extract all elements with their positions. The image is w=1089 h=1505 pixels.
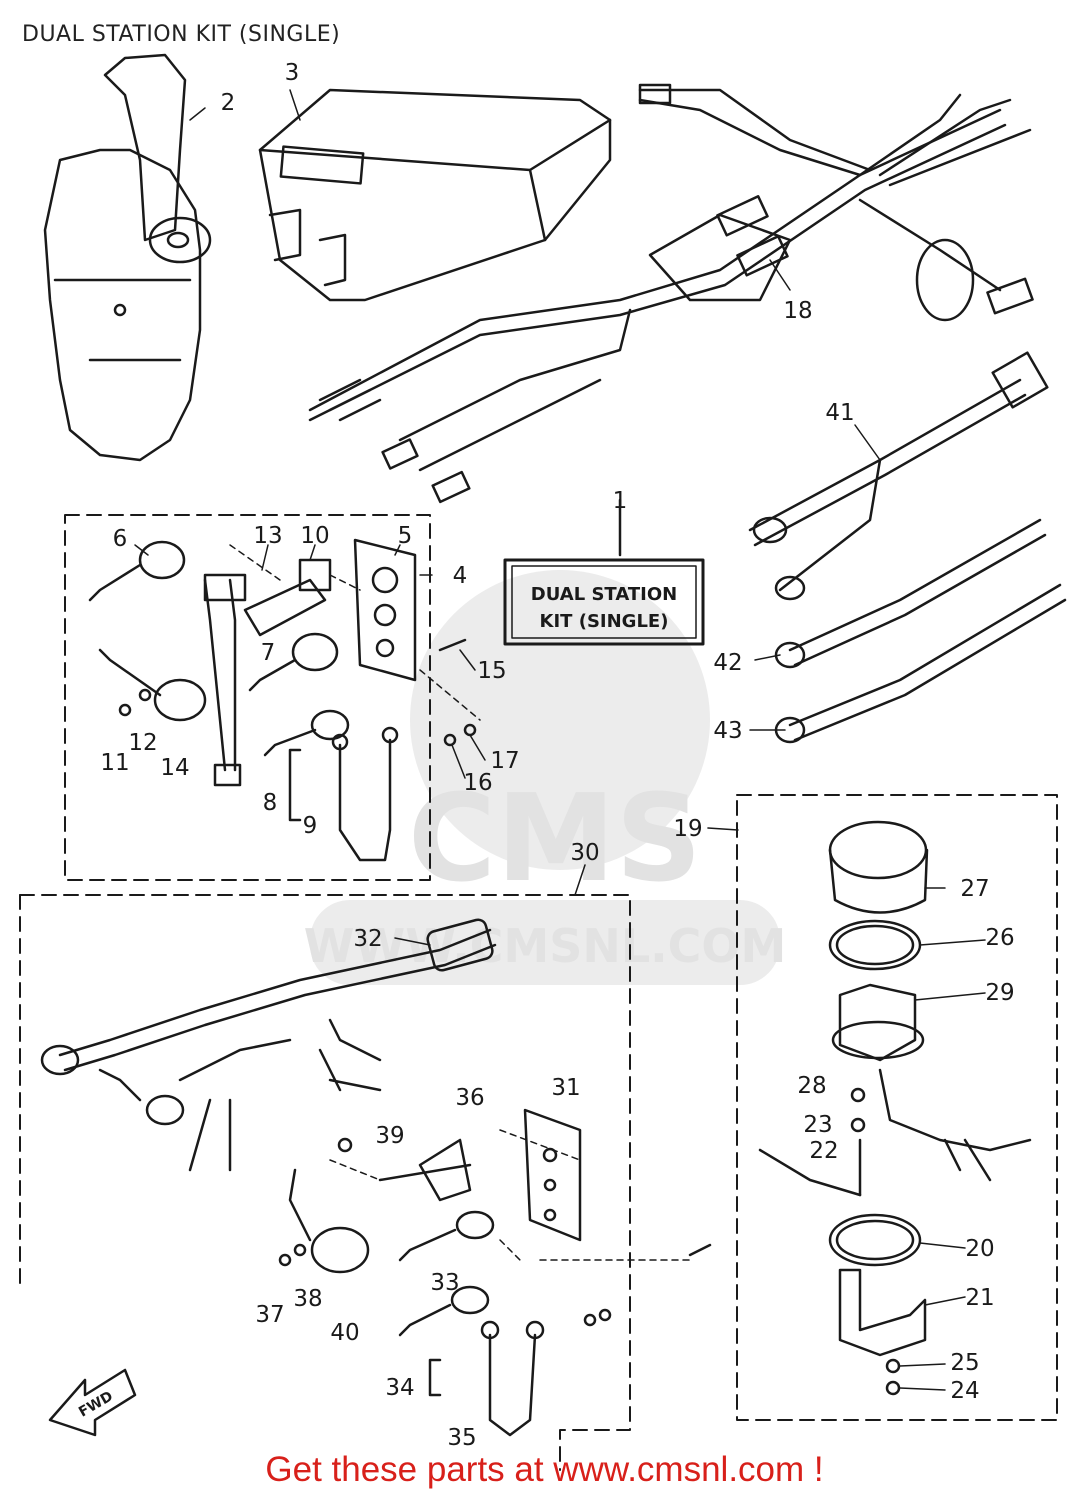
- callout-4: 4: [453, 563, 468, 589]
- callout-41: 41: [825, 400, 854, 426]
- callout-28: 28: [797, 1073, 826, 1099]
- callout-21: 21: [965, 1285, 994, 1311]
- callout-15: 15: [477, 658, 506, 684]
- callout-11: 11: [100, 750, 129, 776]
- leader-lines: [134, 89, 986, 1391]
- callout-27: 27: [960, 876, 989, 902]
- sub-assembly-frame-19: [736, 794, 1058, 1421]
- callout-9: 9: [303, 813, 318, 839]
- callout-42: 42: [713, 650, 742, 676]
- callout-18: 18: [783, 298, 812, 324]
- page-title: DUAL STATION KIT (SINGLE): [22, 22, 341, 47]
- callout-40: 40: [330, 1320, 359, 1346]
- callout-29: 29: [985, 980, 1014, 1006]
- callout-6: 6: [113, 526, 128, 552]
- callout-10: 10: [300, 523, 329, 549]
- fwd-label: FWD: [76, 1388, 116, 1420]
- sub-assembly-frame-30: [19, 894, 631, 1471]
- callout-13: 13: [253, 523, 282, 549]
- fwd-arrow-icon: [48, 1368, 137, 1437]
- remote-control-box: [43, 53, 212, 462]
- extension-cables: [748, 351, 1067, 744]
- callout-35: 35: [447, 1425, 476, 1451]
- callout-25: 25: [950, 1350, 979, 1376]
- kit-label-line1: DUAL STATION: [531, 584, 677, 605]
- callout-39: 39: [375, 1123, 404, 1149]
- wire-harness-parts: [40, 918, 712, 1437]
- footer-link[interactable]: Get these parts at www.cmsnl.com !: [265, 1450, 824, 1489]
- callouts: 1 2 3 4 5 6 7 8 9 10 11 12 13 14 15 16 1…: [100, 60, 1014, 1451]
- junction-box: [258, 88, 612, 302]
- callout-12: 12: [128, 730, 157, 756]
- callout-5: 5: [398, 523, 413, 549]
- callout-7: 7: [261, 640, 276, 666]
- callout-23: 23: [803, 1112, 832, 1138]
- callout-34: 34: [385, 1375, 414, 1401]
- callout-31: 31: [551, 1075, 580, 1101]
- main-wire-harness: [308, 83, 1034, 504]
- switch-panel-parts: [88, 538, 481, 862]
- watermark-site: WWW.CMSNL.COM: [304, 919, 787, 973]
- cms-watermark: CMS WWW.CMSNL.COM: [304, 570, 787, 985]
- callout-16: 16: [463, 770, 492, 796]
- callout-19: 19: [673, 816, 702, 842]
- callout-14: 14: [160, 755, 189, 781]
- callout-1: 1: [613, 488, 628, 514]
- kit-label-box: [503, 498, 705, 646]
- callout-17: 17: [490, 748, 519, 774]
- callout-33: 33: [430, 1270, 459, 1296]
- callout-38: 38: [293, 1286, 322, 1312]
- callout-32: 32: [353, 926, 382, 952]
- callout-36: 36: [455, 1085, 484, 1111]
- sub-assembly-frame-4: [64, 514, 431, 881]
- callout-26: 26: [985, 925, 1014, 951]
- callout-20: 20: [965, 1236, 994, 1262]
- kit-label-line2: KIT (SINGLE): [540, 611, 669, 632]
- callout-24: 24: [950, 1378, 979, 1404]
- callout-30: 30: [570, 840, 599, 866]
- callout-3: 3: [285, 60, 300, 86]
- callout-22: 22: [809, 1138, 838, 1164]
- callout-37: 37: [255, 1302, 284, 1328]
- callout-43: 43: [713, 718, 742, 744]
- gauge-parts: [758, 820, 1032, 1396]
- callout-2: 2: [221, 90, 236, 116]
- callout-8: 8: [263, 790, 278, 816]
- watermark-logo: CMS: [408, 770, 702, 909]
